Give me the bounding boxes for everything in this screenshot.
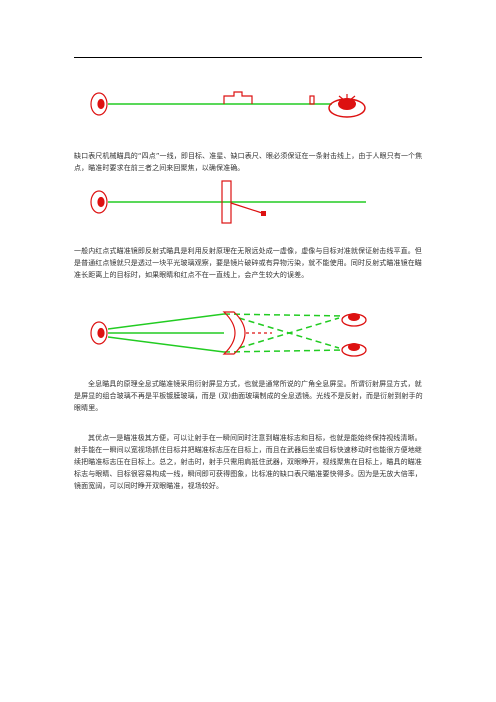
paragraph-holographic-advantages: 其优点一是瞄准极其方便，可以让射手在一瞬间同时注意到瞄准标志和目标，也就是能始终… [74, 434, 422, 490]
rear-sight-notch-icon [223, 91, 253, 104]
red-dot-emitter-icon [261, 211, 266, 216]
reflex-lens-icon [221, 180, 232, 224]
eye-icon [90, 92, 108, 116]
target-face-icon [328, 94, 366, 118]
eye-icon [90, 190, 108, 214]
paragraph-reflex-sights: 一般内红点式瞄准镜即反射式瞄具是利用反射原理在无限远处成一虚像，虚像与目标对准就… [74, 247, 422, 279]
paragraph-iron-sights: 缺口表尺机械瞄具的“四点”一线，即目标、准星、缺口表尺、眼必须保证在一条射击线上… [74, 152, 423, 172]
reflex-sight-diagram [90, 180, 366, 224]
target-face-icon [341, 313, 367, 327]
eye-icon [90, 321, 108, 345]
front-sight-post-icon [309, 95, 315, 105]
beam-lines [107, 313, 345, 353]
paragraph-holographic-principle: 全息瞄具的原理全息式瞄准镜采用衍射屏显方式，也就是通常所说的广角全息屏显。所谓衍… [74, 380, 423, 412]
reticle-projection-line [230, 202, 263, 214]
header-rule [74, 57, 422, 58]
target-face-icon [341, 343, 367, 357]
iron-sight-diagram [90, 91, 366, 118]
hologram-lens-icon [222, 311, 246, 355]
holographic-sight-diagram [90, 311, 367, 357]
